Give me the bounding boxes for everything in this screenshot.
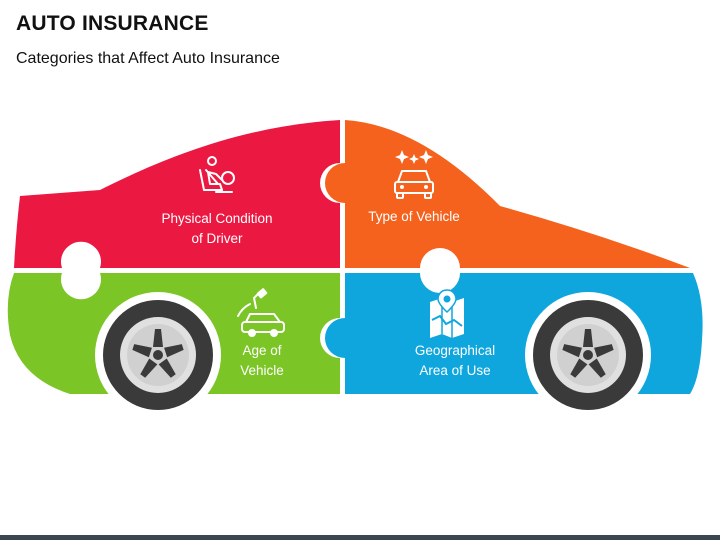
- label-age-of: Age of: [242, 343, 281, 358]
- segment-orange-piece: [325, 120, 690, 268]
- page-title: AUTO INSURANCE: [16, 12, 209, 35]
- front-wheel: [95, 292, 221, 418]
- footer-bar: [0, 535, 720, 540]
- label-vehicle: Vehicle: [240, 363, 284, 378]
- rear-wheel: [525, 292, 651, 418]
- driver-seatbelt-icon: [199, 156, 235, 193]
- electric-car-icon: [237, 288, 285, 337]
- sparkling-car-icon: [394, 150, 434, 199]
- map-pin-icon: [430, 289, 464, 338]
- label-area-of-use: Area of Use: [419, 363, 490, 378]
- label-of-driver: of Driver: [191, 231, 243, 246]
- page-subtitle: Categories that Affect Auto Insurance: [16, 50, 280, 67]
- label-physical-condition: Physical Condition: [161, 211, 272, 226]
- label-geographical: Geographical: [415, 343, 495, 358]
- label-type-of-vehicle: Type of Vehicle: [368, 209, 460, 224]
- segment-red-piece: [14, 120, 340, 268]
